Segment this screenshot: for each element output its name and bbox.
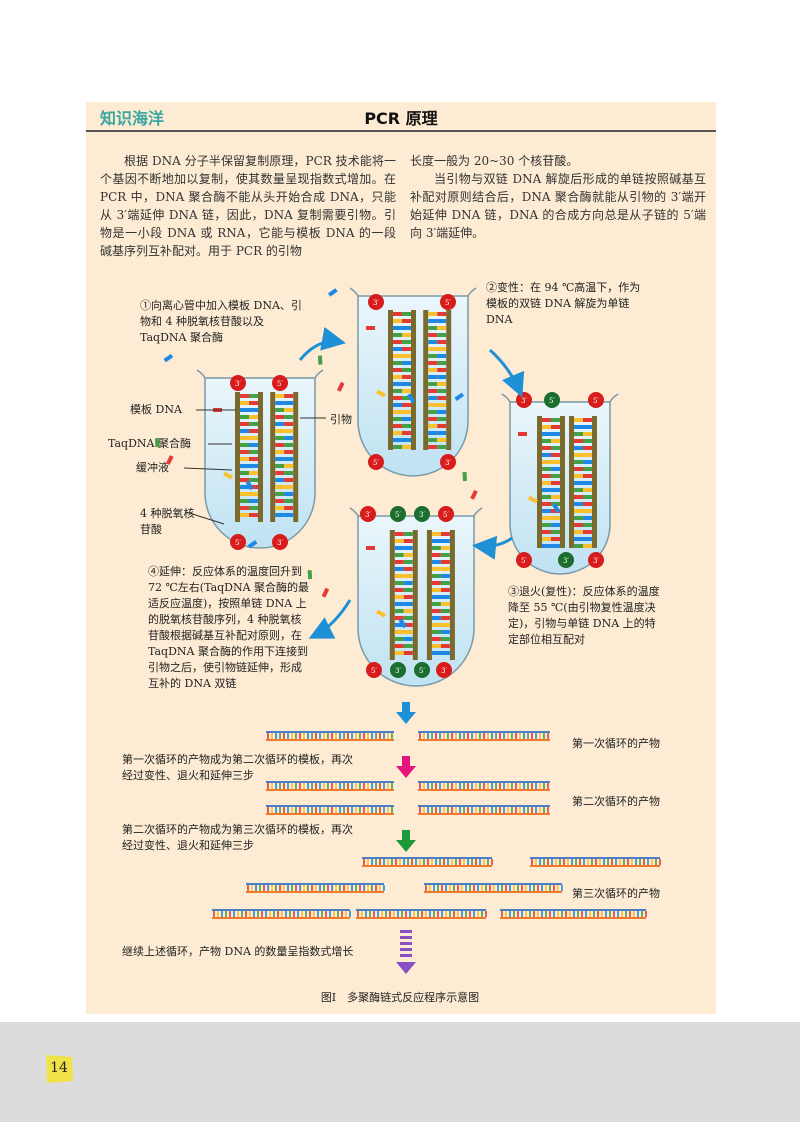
step1-text: ①向离心管中加入模板 DNA、引物和 4 种脱氧核苷酸以及 TaqDNA 聚合酶	[140, 299, 302, 344]
label-taq: TaqDNA 聚合酶	[108, 437, 191, 450]
section-tag: 知识海洋	[100, 109, 165, 128]
intro-right: 长度一般为 20~30 个核苷酸。 当引物与双链 DNA 解旋后形成的单链按照碱…	[410, 152, 706, 242]
cycle1-label: 第一次循环的产物	[572, 737, 660, 750]
cycle3-label: 第三次循环的产物	[572, 887, 660, 900]
step3-text: ③退火(复性)：反应体系的温度降至 55 ℃(由引物复性温度决定)，引物与单链 …	[508, 585, 660, 646]
intro-left: 根据 DNA 分子半保留复制原理，PCR 技术能将一个基因不断地加以复制，使其数…	[100, 152, 396, 260]
continue-text: 继续上述循环，产物 DNA 的数量呈指数式增长	[122, 945, 354, 958]
step4-text: ④延伸：反应体系的温度回升到 72 ℃左右(TaqDNA 聚合酶的最适反应温度)…	[148, 565, 310, 690]
step2-text: ②变性：在 94 ℃高温下，作为模板的双链 DNA 解旋为单链 DNA	[486, 281, 641, 326]
figure-caption: 图Ⅰ 多聚酶链式反应程序示意图	[320, 991, 480, 1004]
cycle-note-1: 第一次循环的产物成为第二次循环的模板，再次经过变性、退火和延伸三步	[122, 753, 353, 782]
intro-right-paragraph-1: 长度一般为 20~30 个核苷酸。	[410, 154, 579, 168]
cycle2-label: 第二次循环的产物	[572, 795, 660, 808]
intro-right-paragraph-2: 当引物与双链 DNA 解旋后形成的单链按照碱基互补配对原则结合后，DNA 聚合酶…	[410, 172, 706, 240]
label-buffer: 缓冲液	[136, 461, 169, 474]
page-title: PCR 原理	[364, 109, 438, 128]
label-primer: 引物	[330, 413, 352, 426]
label-template-dna: 模板 DNA	[130, 403, 182, 416]
page-number: 14	[50, 1060, 68, 1076]
intro-left-paragraph: 根据 DNA 分子半保留复制原理，PCR 技术能将一个基因不断地加以复制，使其数…	[100, 154, 396, 258]
page-number-badge: 14	[42, 1052, 76, 1086]
label-dntp: 4 种脱氧核苷酸	[140, 507, 195, 536]
page-footer	[0, 1022, 800, 1122]
section-header: 知识海洋 PCR 原理	[86, 102, 716, 132]
cycle-note-2: 第二次循环的产物成为第三次循环的模板，再次经过变性、退火和延伸三步	[122, 823, 353, 852]
